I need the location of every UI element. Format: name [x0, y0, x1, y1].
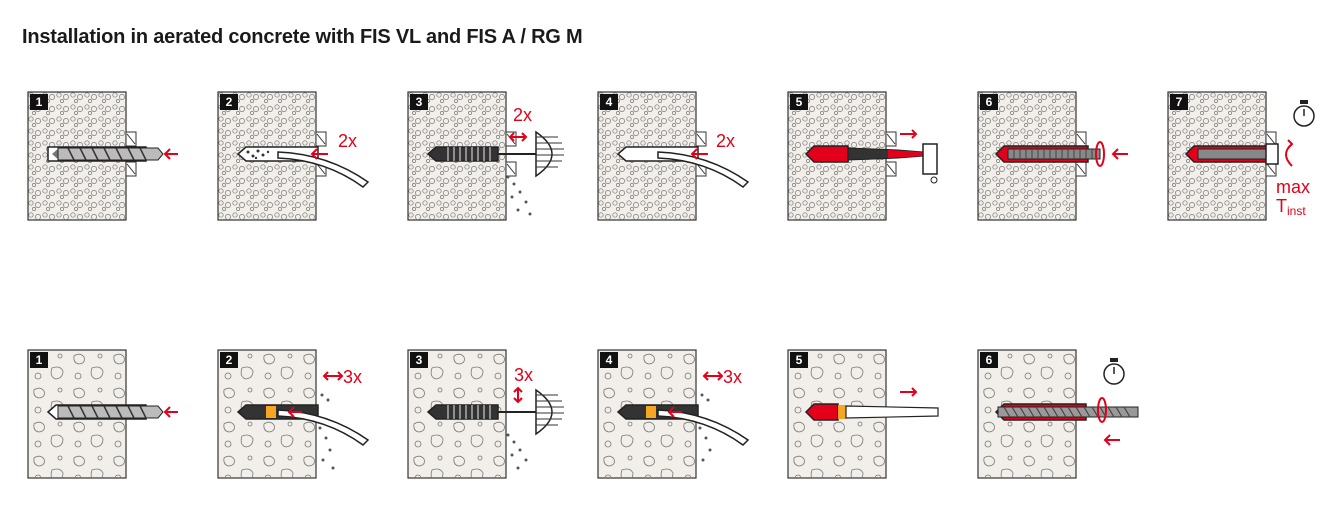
step-bottom-2: 2 3x	[217, 349, 388, 480]
repeat-count-label: 3x	[514, 365, 534, 385]
step-number-badge: 2	[220, 94, 238, 110]
stopwatch-icon	[1103, 358, 1125, 385]
step-top-1: 1	[27, 91, 198, 222]
blow-out-illustration	[217, 349, 370, 479]
step-number-badge: 5	[790, 352, 808, 368]
repeat-count-label: 3x	[723, 367, 743, 387]
step-number-badge: 3	[410, 352, 428, 368]
max-label: max	[1276, 177, 1311, 197]
step-top-2: 2 2x	[217, 91, 388, 222]
step-top-5: 5	[787, 91, 958, 222]
step-bottom-3: 3 3x	[407, 349, 578, 480]
inject-illustration	[787, 349, 939, 479]
blow-out-illustration	[597, 91, 750, 221]
step-top-6: 6	[977, 91, 1148, 222]
step-bottom-4: 4 3x	[597, 349, 768, 480]
repeat-count-label: 3x	[343, 367, 363, 387]
step-number-badge: 1	[30, 94, 48, 110]
blow-out-illustration	[217, 91, 370, 221]
inject-illustration	[787, 91, 938, 221]
step-bottom-5: 5	[787, 349, 958, 480]
step-number-badge: 6	[980, 94, 998, 110]
step-number-badge: 2	[220, 352, 238, 368]
step-bottom-6: 6	[977, 349, 1148, 480]
brush-illustration	[407, 91, 564, 221]
step-number-badge: 1	[30, 352, 48, 368]
insert-anchor-illustration	[977, 349, 1139, 479]
step-number-badge: 5	[790, 94, 808, 110]
drill-illustration	[27, 349, 178, 479]
repeat-count-label: 2x	[716, 131, 736, 151]
blow-out-illustration	[597, 349, 750, 479]
drill-illustration	[27, 91, 178, 221]
page-title: Installation in aerated concrete with FI…	[22, 26, 583, 48]
step-top-4: 4 2x	[597, 91, 768, 222]
step-bottom-1: 1	[27, 349, 198, 480]
repeat-count-label: 2x	[338, 131, 358, 151]
step-number-badge: 6	[980, 352, 998, 368]
step-number-badge: 4	[600, 94, 618, 110]
step-top-3: 3 2x	[407, 91, 578, 222]
stopwatch-icon	[1293, 100, 1315, 127]
step-top-7: 7 max Tinst	[1167, 91, 1338, 222]
step-number-badge: 7	[1170, 94, 1188, 110]
repeat-count-label: 2x	[513, 105, 533, 125]
step-number-badge: 4	[600, 352, 618, 368]
torque-label: Tinst	[1276, 196, 1306, 218]
torque-illustration	[1167, 91, 1315, 221]
brush-illustration	[407, 349, 564, 479]
insert-rod-illustration	[977, 91, 1128, 221]
step-number-badge: 3	[410, 94, 428, 110]
